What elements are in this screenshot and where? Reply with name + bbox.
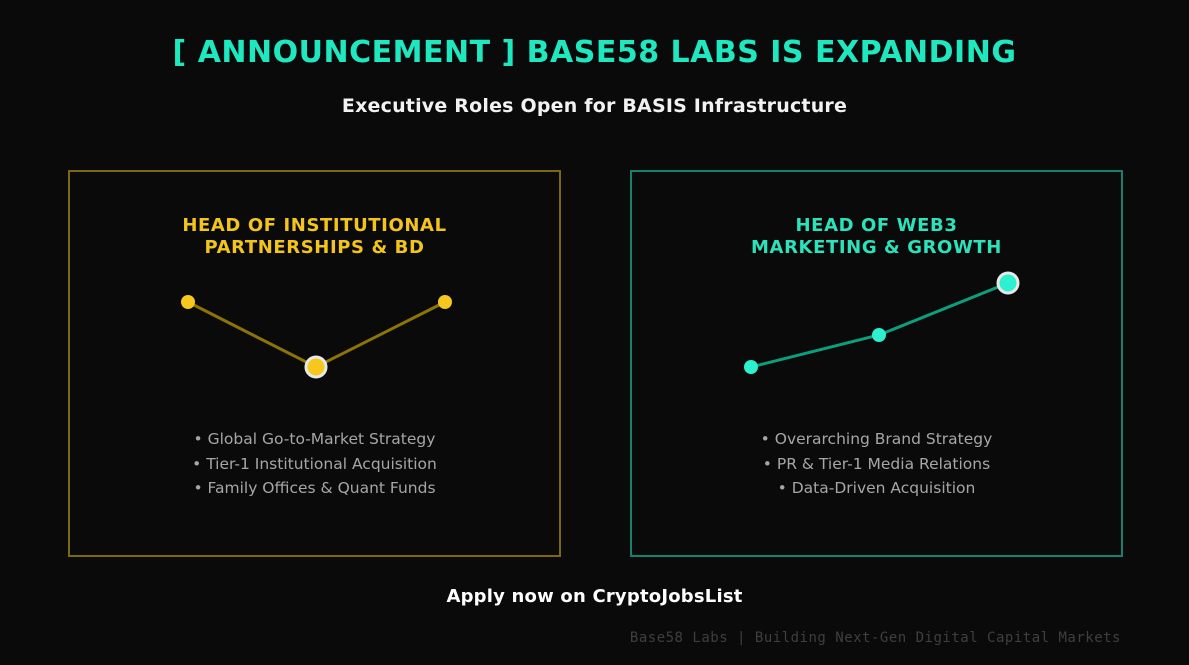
role-title: HEAD OF WEB3 MARKETING & GROWTH — [632, 215, 1121, 259]
role-title-line1: HEAD OF INSTITUTIONAL — [182, 215, 447, 236]
bullet-item: • Data-Driven Acquisition — [777, 479, 976, 497]
role-card-institutional-partnerships: HEAD OF INSTITUTIONAL PARTNERSHIPS & BD … — [68, 170, 561, 557]
role-bullet-list: • Overarching Brand Strategy • PR & Tier… — [632, 427, 1121, 501]
trend-sparkline-teal — [744, 271, 1020, 374]
cta-text: Apply now on CryptoJobsList — [446, 586, 743, 607]
bullet-item: • Family Offices & Quant Funds — [193, 479, 436, 497]
bullet-item: • Overarching Brand Strategy — [760, 430, 993, 448]
bullet-item: • PR & Tier-1 Media Relations — [762, 454, 991, 473]
role-title-line2: MARKETING & GROWTH — [751, 237, 1002, 258]
footer-text: Base58 Labs | Building Next-Gen Digital … — [629, 630, 1121, 646]
page-title: [ ANNOUNCEMENT ] BASE58 LABS IS EXPANDIN… — [172, 35, 1017, 70]
role-title-line1: HEAD OF WEB3 — [795, 215, 958, 236]
role-title-line2: PARTNERSHIPS & BD — [204, 237, 425, 258]
trend-sparkline-gold — [181, 295, 452, 379]
bullet-item: • Global Go-to-Market Strategy — [193, 430, 436, 448]
role-title: HEAD OF INSTITUTIONAL PARTNERSHIPS & BD — [70, 215, 559, 259]
page-subtitle: Executive Roles Open for BASIS Infrastru… — [341, 95, 848, 117]
role-bullet-list: • Global Go-to-Market Strategy • Tier-1 … — [70, 427, 559, 501]
bullet-item: • Tier-1 Institutional Acquisition — [192, 454, 437, 473]
role-card-web3-marketing: HEAD OF WEB3 MARKETING & GROWTH • Overar… — [630, 170, 1123, 557]
